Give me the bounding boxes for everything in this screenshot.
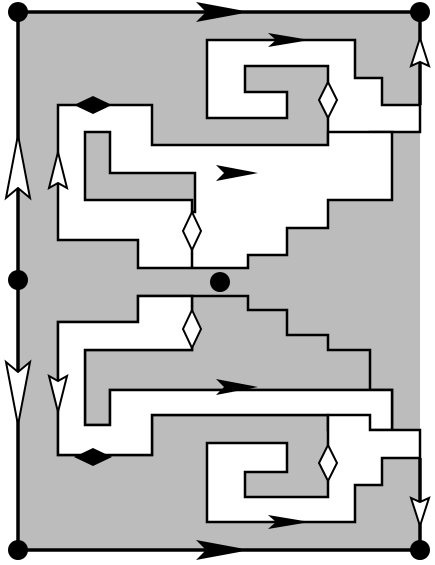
hollow-diamond-1: [317, 79, 339, 121]
inner-left-down-arrow: [47, 374, 69, 413]
hollow-diamond-3: [181, 307, 203, 351]
vertex-top-left: [8, 2, 28, 22]
vertex-top-right: [410, 2, 430, 22]
lower-bar-arrow: [216, 379, 258, 395]
vertex-bottom-right: [410, 540, 430, 560]
bottom-edge-arrow: [196, 540, 250, 560]
upper-filled-diamond: [74, 96, 112, 114]
hollow-diamond-2: [181, 209, 203, 253]
hollow-diamond-4: [317, 442, 339, 484]
lower-filled-diamond: [74, 448, 112, 466]
lower-spiral-arrow: [268, 515, 310, 529]
top-edge-arrow: [196, 2, 250, 22]
vertex-mid-left: [8, 270, 28, 290]
vertex-bottom-left: [8, 540, 28, 560]
upper-bar-arrow: [216, 165, 258, 181]
vertex-center: [210, 272, 230, 292]
right-edge-down-arrow: [409, 496, 431, 530]
inner-left-up-arrow: [47, 151, 69, 190]
upper-spiral-arrow: [268, 33, 310, 47]
right-edge-up-arrow: [409, 34, 431, 68]
corridor-bottom-hook: [205, 413, 422, 524]
left-edge-up-arrow: [4, 134, 32, 201]
left-edge-down-arrow: [4, 359, 32, 426]
